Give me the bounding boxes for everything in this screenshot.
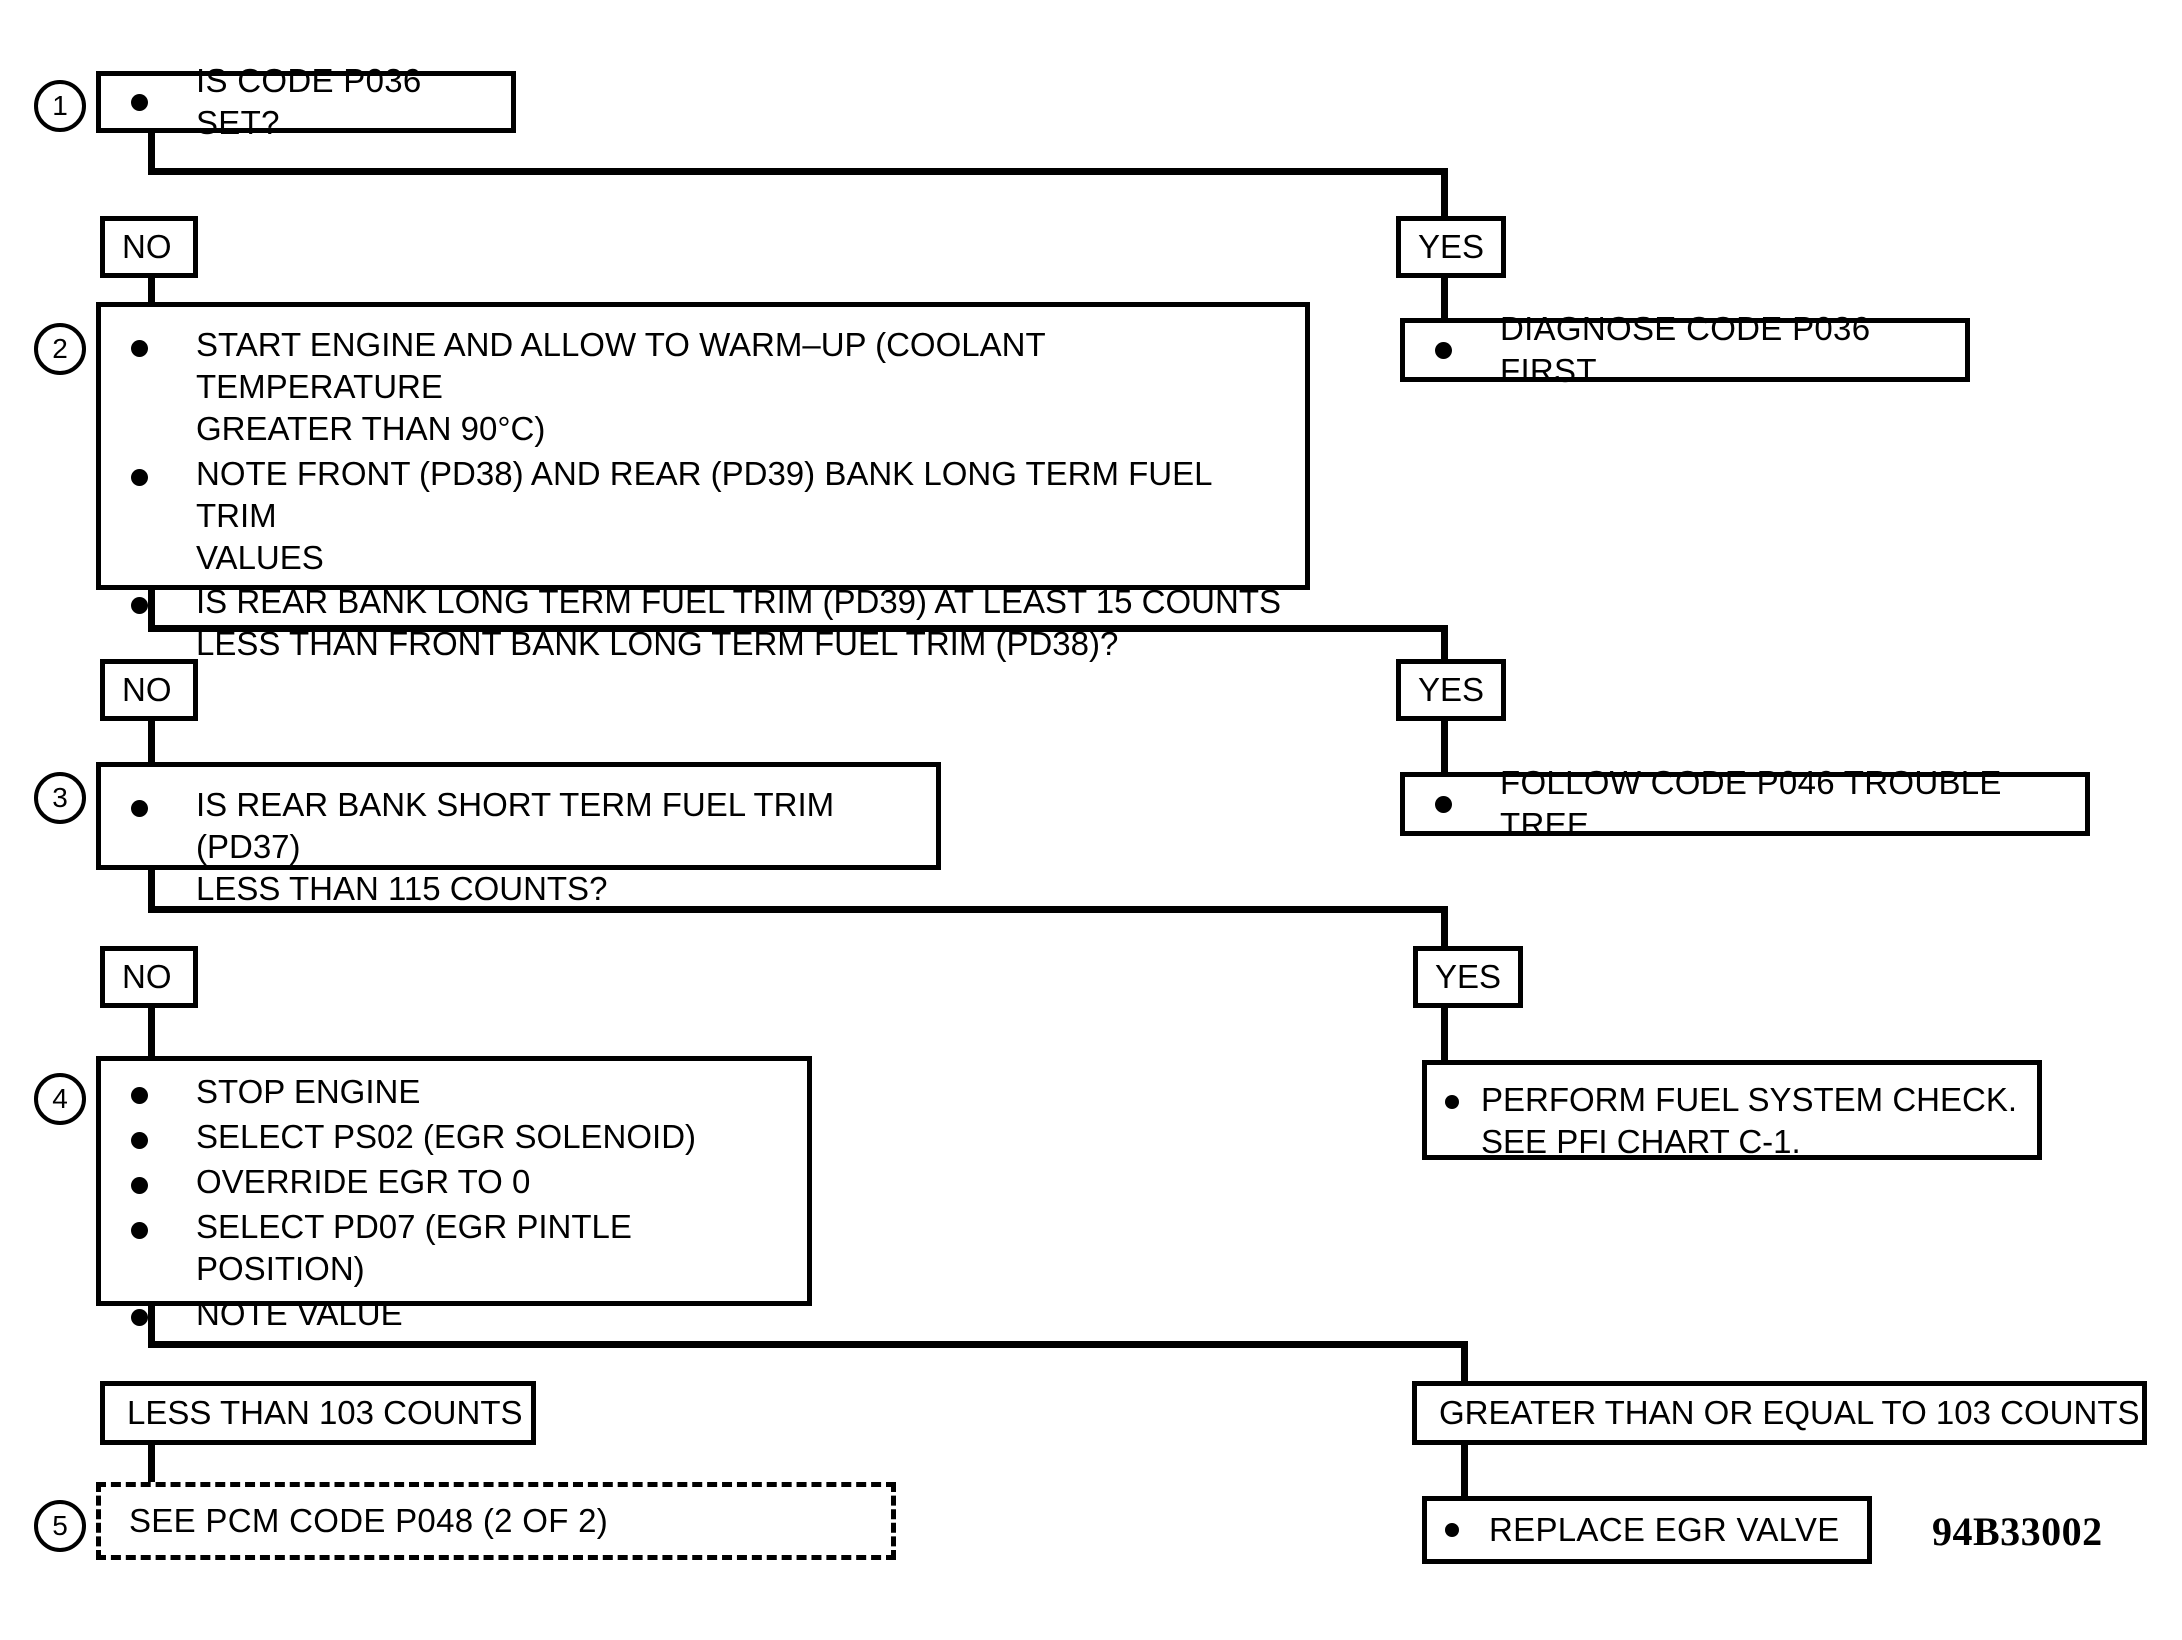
bullet-icon	[131, 1087, 148, 1104]
bullet-icon	[131, 1176, 148, 1194]
bullet-icon	[1435, 795, 1452, 813]
connector-yes3-down	[1441, 1008, 1448, 1064]
connector-step3-down	[148, 870, 155, 910]
step-number-4: 4	[34, 1073, 86, 1125]
bullet-icon	[131, 597, 148, 615]
step-5-text: SEE PCM CODE P048 (2 OF 2)	[129, 1502, 609, 1540]
step-4-bullet-2: SELECT PS02 (EGR SOLENOID)	[196, 1117, 697, 1155]
connector-step1-yes-down	[1441, 168, 1448, 220]
step-number-5: 5	[34, 1500, 86, 1552]
step-3-bullet-row: IS REAR BANK SHORT TERM FUEL TRIM (PD37)…	[101, 784, 922, 910]
connector-step4-right-down	[1461, 1341, 1468, 1385]
step-4-bullet-3: OVERRIDE EGR TO 0	[196, 1162, 531, 1200]
connector-step2-down	[148, 590, 155, 630]
step-4-bullet-row: OVERRIDE EGR TO 0	[101, 1161, 793, 1203]
step-2-bullet-row: IS REAR BANK LONG TERM FUEL TRIM (PD39) …	[101, 581, 1291, 665]
branch-label-less-than-103: LESS THAN 103 COUNTS	[100, 1381, 536, 1445]
connector-yes2-down	[1441, 721, 1448, 776]
connector-no1-down	[148, 278, 155, 304]
step-2-bullet-1: START ENGINE AND ALLOW TO WARM–UP (COOLA…	[196, 326, 1046, 447]
step-3-bullet-1: IS REAR BANK SHORT TERM FUEL TRIM (PD37)…	[196, 786, 835, 907]
outcome-fuel-system-check-text: PERFORM FUEL SYSTEM CHECK. SEE PFI CHART…	[1481, 1081, 2018, 1160]
step-2-box: START ENGINE AND ALLOW TO WARM–UP (COOLA…	[96, 302, 1310, 662]
connector-step2-yes-down	[1441, 625, 1448, 668]
connector-step4-down	[148, 1306, 155, 1346]
bullet-icon	[131, 468, 148, 486]
step-number-3: 3	[34, 772, 86, 824]
connector-no3-down	[148, 1008, 155, 1060]
outcome-follow-p046-box: FOLLOW CODE P046 TROUBLE TREE	[1400, 764, 2090, 843]
step-number-1: 1	[34, 80, 86, 132]
bullet-icon	[131, 93, 148, 111]
connector-step3-yes-down	[1441, 906, 1448, 950]
step-1-text: IS CODE P036 SET?	[196, 62, 422, 141]
figure-code-label: 94B33002	[1932, 1509, 2103, 1554]
step-2-bullet-3: IS REAR BANK LONG TERM FUEL TRIM (PD39) …	[196, 583, 1281, 663]
connector-step1-split	[148, 168, 1448, 175]
branch-label-no-1: NO	[100, 216, 198, 278]
outcome-follow-p046-text: FOLLOW CODE P046 TROUBLE TREE	[1500, 764, 2002, 843]
connector-step2-split	[148, 625, 1448, 632]
step-2-bullet-row: START ENGINE AND ALLOW TO WARM–UP (COOLA…	[101, 324, 1291, 450]
branch-label-yes-2: YES	[1396, 659, 1506, 721]
branch-label-no-3: NO	[100, 946, 198, 1008]
branch-label-yes-1: YES	[1396, 216, 1506, 278]
step-4-bullet-row: NOTE VALUE	[101, 1293, 793, 1335]
step-2-bullet-2: NOTE FRONT (PD38) AND REAR (PD39) BANK L…	[196, 454, 1212, 576]
step-5-reference-box: SEE PCM CODE P048 (2 OF 2)	[96, 1482, 896, 1560]
connector-step1-down	[148, 133, 155, 173]
branch-label-greater-equal-103: GREATER THAN OR EQUAL TO 103 COUNTS	[1412, 1381, 2147, 1445]
step-number-2: 2	[34, 323, 86, 375]
outcome-row: PERFORM FUEL SYSTEM CHECK. SEE PFI CHART…	[1427, 1079, 2023, 1163]
connector-less-than-down	[148, 1445, 155, 1485]
bullet-icon	[1445, 1095, 1459, 1109]
step-2-bullet-row: NOTE FRONT (PD38) AND REAR (PD39) BANK L…	[101, 453, 1291, 579]
step-4-bullet-row: STOP ENGINE	[101, 1071, 793, 1113]
connector-no2-down	[148, 721, 155, 763]
bullet-icon	[1435, 341, 1452, 359]
connector-greater-equal-down	[1461, 1445, 1468, 1501]
bullet-icon	[131, 1221, 148, 1239]
connector-step4-split	[148, 1341, 1468, 1348]
outcome-fuel-system-check-box: PERFORM FUEL SYSTEM CHECK. SEE PFI CHART…	[1422, 1060, 2042, 1160]
bullet-icon	[131, 340, 148, 357]
step-3-box: IS REAR BANK SHORT TERM FUEL TRIM (PD37)…	[96, 762, 941, 907]
step-4-bullet-row: SELECT PD07 (EGR PINTLE POSITION)	[101, 1206, 793, 1290]
step-1-question-box: IS CODE P036 SET?	[96, 62, 516, 141]
step-4-bullet-row: SELECT PS02 (EGR SOLENOID)	[101, 1116, 793, 1158]
bullet-icon	[131, 1131, 148, 1149]
bullet-icon	[131, 800, 148, 817]
bullet-icon	[131, 1308, 148, 1326]
branch-label-yes-3: YES	[1413, 946, 1523, 1008]
step-4-bullet-5: NOTE VALUE	[196, 1294, 403, 1332]
step-4-bullet-1: STOP ENGINE	[196, 1073, 421, 1110]
step-4-box: STOP ENGINE SELECT PS02 (EGR SOLENOID) O…	[96, 1056, 812, 1332]
bullet-icon	[1445, 1523, 1459, 1537]
connector-yes1-down	[1441, 278, 1448, 322]
connector-step3-split	[148, 906, 1448, 913]
outcome-diagnose-p036-text: DIAGNOSE CODE P036 FIRST	[1500, 310, 1871, 389]
branch-label-no-2: NO	[100, 659, 198, 721]
outcome-replace-egr-box: REPLACE EGR VALVE	[1422, 1496, 1872, 1564]
outcome-replace-egr-text: REPLACE EGR VALVE	[1489, 1511, 1840, 1549]
step-4-bullet-4: SELECT PD07 (EGR PINTLE POSITION)	[196, 1207, 632, 1287]
outcome-diagnose-p036-box: DIAGNOSE CODE P036 FIRST	[1400, 310, 1970, 389]
